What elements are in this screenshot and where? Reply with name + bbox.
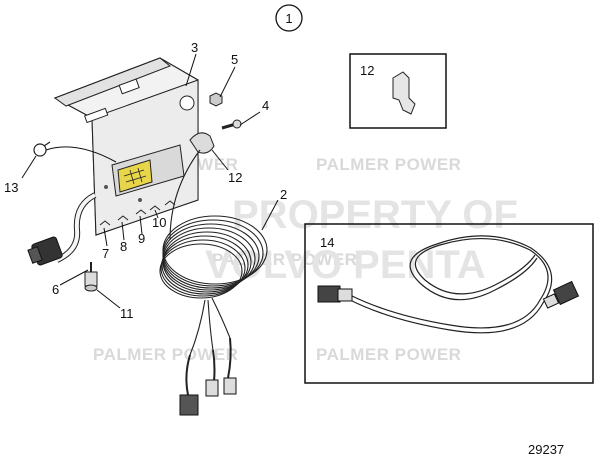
watermark-layer: PALMER POWER PALMER POWER PALMER POWER P…: [93, 155, 518, 364]
screw-part-4: [221, 119, 242, 130]
sensor-part-11: [84, 262, 98, 292]
group-marker-circle: [275, 4, 303, 32]
mounting-bracket: [53, 57, 215, 236]
leader-lines: [21, 53, 279, 309]
part-label-8: 8: [120, 239, 127, 254]
inset-box-12: 12: [349, 53, 447, 129]
watermark-property-of: PROPERTY OF: [232, 193, 518, 237]
inset-14-label: 14: [320, 235, 334, 250]
inset-14-connector-right: [542, 280, 580, 309]
coiled-cable: [159, 149, 268, 396]
part-label-13: 13: [4, 180, 18, 195]
left-cable: [27, 192, 97, 266]
part-label-12: 12: [228, 170, 242, 185]
part-labels: 3 5 4 2 12 13 6 7 8 9 10 11: [4, 40, 287, 321]
part-label-7: 7: [102, 246, 109, 261]
part-label-11: 11: [120, 306, 134, 321]
part-label-9: 9: [138, 231, 145, 246]
inset-12-label: 12: [360, 63, 374, 78]
part-label-10: 10: [152, 215, 166, 230]
watermark-palmer-power: PALMER POWER: [316, 345, 461, 364]
nut-part-5: [209, 92, 223, 107]
part-label-3: 3: [191, 40, 198, 55]
watermark-palmer-power: PALMER POWER: [93, 345, 238, 364]
part-label-2: 2: [280, 187, 287, 202]
inset-box-14: 14: [304, 223, 594, 384]
part-label-6: 6: [52, 282, 59, 297]
coil-connectors: [179, 377, 237, 416]
part-label-5: 5: [231, 52, 238, 67]
inset-14-connector-left: [317, 285, 353, 303]
watermark-palmer-power: PALMER POWER: [316, 155, 461, 174]
part-label-4: 4: [262, 98, 269, 113]
figure-number: 29237: [528, 442, 564, 457]
group-marker: 1: [275, 4, 303, 32]
group-marker-label: 1: [285, 11, 292, 26]
watermark-volvo-penta: VOLVO PENTA: [205, 243, 486, 287]
